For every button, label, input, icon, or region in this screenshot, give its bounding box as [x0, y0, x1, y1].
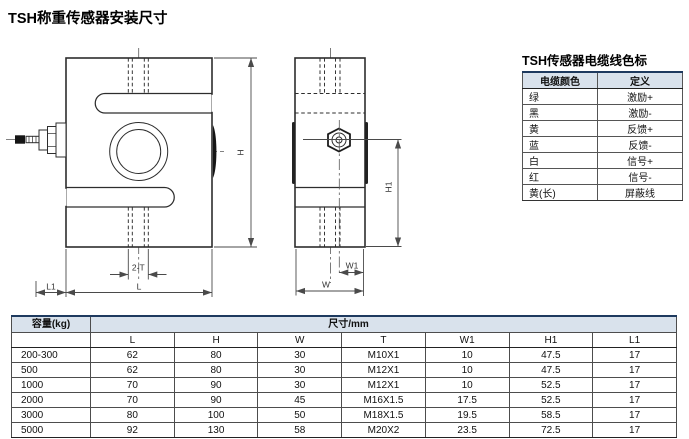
- dimensions-section: 容量(kg) 尺寸/mm L H W T W1 H1 L1 200-300 6: [11, 315, 677, 438]
- cable-definition: 激励+: [597, 88, 683, 105]
- load-cell-body-side: [294, 57, 366, 248]
- front-view-drawing: H 2-T L1 L: [6, 48, 257, 297]
- capacity-cell: 500: [11, 362, 91, 378]
- cable-definition: 激励-: [597, 104, 683, 121]
- dims-header-row-2: L H W T W1 H1 L1: [11, 332, 677, 348]
- dim-label-l1: L1: [46, 282, 56, 292]
- cable-row: 黑激励-: [522, 104, 683, 121]
- cable-color-table: 电缆颜色 定义 绿激励+ 黑激励- 黄反馈+ 蓝反馈- 白信号+ 红信号- 黄(…: [522, 71, 683, 201]
- load-cell-body-front: [65, 57, 213, 248]
- cable-definition: 信号+: [597, 152, 683, 169]
- col-header-L1: L1: [592, 332, 677, 348]
- col-header-W1: W1: [424, 332, 510, 348]
- dimension-L-L1: [35, 249, 213, 297]
- capacity-subheader: [11, 332, 91, 348]
- col-header-L: L: [90, 332, 175, 348]
- cable-header-row: 电缆颜色 定义: [522, 71, 683, 89]
- cable-color: 红: [522, 168, 598, 185]
- cable-definition: 信号-: [597, 168, 683, 185]
- cable-row: 红信号-: [522, 168, 683, 185]
- cable-table-title: TSH传感器电缆线色标: [522, 54, 648, 68]
- dims-header-row-1: 容量(kg) 尺寸/mm: [11, 315, 677, 333]
- capacity-cell: 2000: [11, 392, 91, 408]
- dimension-W-W1: [295, 249, 364, 296]
- side-view-drawing: H1 W1 W: [292, 48, 402, 296]
- upper-slot: [94, 92, 212, 114]
- dimensions-table: 容量(kg) 尺寸/mm L H W T W1 H1 L1 200-300 6: [11, 315, 677, 438]
- installation-drawing: H 2-T L1 L: [6, 48, 402, 297]
- center-boss-inner: [116, 129, 162, 174]
- dim-label-h1: H1: [384, 181, 394, 192]
- dimension-H1: [366, 139, 402, 247]
- col-header-T: T: [341, 332, 426, 348]
- capacity-header: 容量(kg): [11, 315, 91, 333]
- cable-color: 绿: [522, 88, 598, 105]
- cable-row: 白信号+: [522, 152, 683, 169]
- dim-label-w1: W1: [346, 261, 359, 271]
- col-header-H: H: [173, 332, 259, 348]
- cable-row: 黄(长)屏蔽线: [522, 184, 683, 201]
- cable-color: 白: [522, 152, 598, 169]
- cable-row: 黄反馈+: [522, 120, 683, 137]
- center-boss-outer: [109, 122, 169, 181]
- cable-tip: [15, 135, 25, 144]
- capacity-cell: 1000: [11, 377, 91, 393]
- cable-color: 黑: [522, 104, 598, 121]
- capacity-cell: 5000: [11, 422, 91, 438]
- boss-edge: [212, 125, 217, 178]
- cable-color: 蓝: [522, 136, 598, 153]
- dimension-2T: [110, 249, 167, 280]
- cable-definition: 反馈+: [597, 120, 683, 137]
- cable-definition: 屏蔽线: [597, 184, 683, 201]
- cable-color-section: TSH传感器电缆线色标 电缆颜色 定义 绿激励+ 黑激励- 黄反馈+ 蓝反馈- …: [522, 50, 684, 201]
- cable-definition: 反馈-: [597, 136, 683, 153]
- cable-gland: [15, 122, 67, 158]
- cable-col-definition-header: 定义: [597, 71, 683, 89]
- dim-label-h: H: [236, 149, 246, 155]
- capacity-cell: 200-300: [11, 347, 91, 363]
- cable-row: 绿激励+: [522, 88, 683, 105]
- boss-edge-left: [292, 122, 295, 184]
- page-title: TSH称重传感器安装尺寸: [8, 11, 168, 27]
- cable-color: 黄(长): [522, 184, 598, 201]
- cable-row: 蓝反馈-: [522, 136, 683, 153]
- capacity-cell: 3000: [11, 407, 91, 423]
- size-header: 尺寸/mm: [90, 315, 677, 333]
- dim-label-l: L: [137, 282, 142, 292]
- dimension-H: [214, 57, 257, 248]
- col-header-W: W: [257, 332, 343, 348]
- dim-label-2t: 2-T: [132, 263, 145, 273]
- cable-color: 黄: [522, 120, 598, 137]
- col-header-H1: H1: [508, 332, 594, 348]
- lower-slot: [66, 186, 175, 208]
- dim-label-w: W: [322, 280, 330, 290]
- cable-col-color-header: 电缆颜色: [522, 71, 598, 89]
- boss-edge-right: [365, 122, 368, 184]
